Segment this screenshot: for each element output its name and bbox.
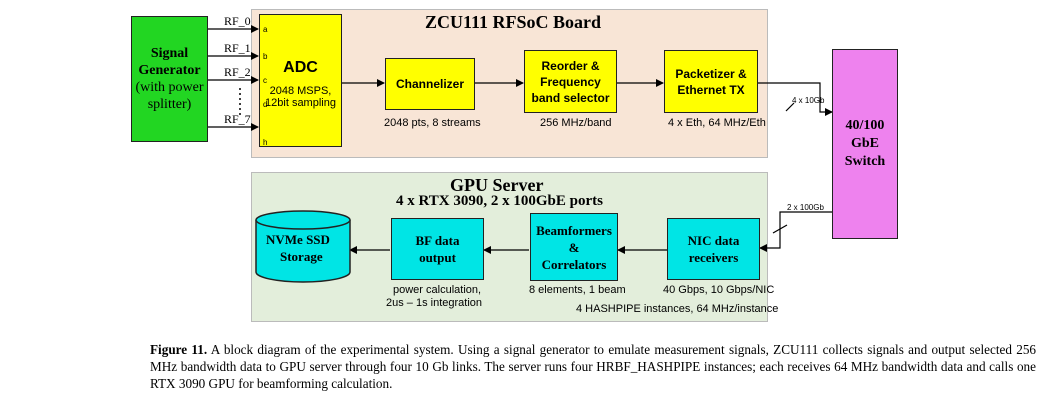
signal-generator-block: Signal Generator (with power splitter)	[131, 16, 208, 142]
adc-title: ADC	[283, 58, 318, 76]
beamformer-block: Beamformers & Correlators	[530, 213, 618, 281]
reorder-line1: Reorder &	[541, 58, 600, 73]
rf7-label: RF_7	[224, 112, 251, 126]
signal-generator-line1: Signal	[150, 46, 189, 61]
channelizer-block: Channelizer	[385, 58, 475, 110]
adc-rate: 2048 MSPS,	[269, 84, 332, 97]
link-label-bottom: 2 x 100Gb	[787, 203, 824, 212]
signal-generator-line3: (with power	[135, 80, 204, 95]
packetizer-line1: Packetizer &	[675, 66, 747, 81]
caption-label: Figure 11.	[150, 342, 208, 357]
adc-pin-a: a	[263, 25, 268, 34]
rf0-label: RF_0	[224, 14, 251, 28]
figure-caption: Figure 11. A block diagram of the experi…	[150, 341, 1036, 392]
nic-line1: NIC data	[687, 233, 740, 248]
hashpipe-instances-note: 4 HASHPIPE instances, 64 MHz/instance	[576, 303, 779, 315]
ssd-line1: NVMe SSD	[266, 232, 330, 247]
bf-output-line1: BF data	[415, 233, 460, 248]
bf-output-note2: 2us – 1s integration	[386, 297, 483, 309]
adc-pin-h: h	[263, 138, 268, 147]
switch-block: 40/100 GbE Switch	[832, 49, 898, 239]
reorder-note: 256 MHz/band	[540, 117, 612, 129]
reorder-line2: Frequency	[540, 74, 601, 89]
nic-line2: receivers	[688, 250, 739, 265]
switch-to-nic-arrow	[759, 211, 832, 252]
rf1-label: RF_1	[224, 41, 251, 55]
caption-text: A block diagram of the experimental syst…	[150, 342, 1037, 391]
adc-pin-b: b	[263, 52, 268, 61]
reorder-block: Reorder & Frequency band selector	[524, 50, 617, 113]
beamformer-line1: Beamformers	[536, 222, 612, 238]
channelizer-label: Channelizer	[395, 77, 464, 91]
gpu-server-subtitle: 4 x RTX 3090, 2 x 100GbE ports	[396, 193, 603, 209]
packetizer-note: 4 x Eth, 64 MHz/Eth	[668, 117, 766, 129]
adc-block: ADC 2048 MSPS, 12bit sampling	[259, 14, 342, 147]
nvme-ssd-cylinder-icon	[255, 210, 351, 283]
nic-note: 40 Gbps, 10 Gbps/NIC	[663, 284, 775, 296]
reorder-line3: band selector	[531, 90, 610, 105]
beamformer-line3: Correlators	[541, 256, 607, 272]
beamformer-line2: &	[568, 239, 580, 255]
nic-block: NIC data receivers	[667, 218, 760, 280]
packetizer-block: Packetizer & Ethernet TX	[664, 50, 758, 113]
bf-output-line2: output	[419, 250, 456, 265]
adc-bits: 12bit sampling	[265, 96, 336, 109]
adc-pin-d: d	[263, 100, 268, 109]
link-label-top: 4 x 10Gb	[792, 96, 825, 105]
adc-pin-c: c	[263, 76, 267, 85]
switch-line3: Switch	[844, 154, 886, 169]
channelizer-note: 2048 pts, 8 streams	[384, 117, 481, 129]
gpu-server-title: GPU Server	[450, 175, 544, 195]
signal-generator-line4: splitter)	[147, 97, 192, 112]
switch-line2: GbE	[850, 136, 879, 151]
ssd-line2: Storage	[280, 249, 323, 264]
rf2-label: RF_2	[224, 65, 251, 79]
fpga-board-title: ZCU111 RFSoC Board	[425, 12, 602, 32]
beamformer-note: 8 elements, 1 beam	[529, 284, 626, 296]
signal-generator-line2: Generator	[138, 63, 201, 78]
packetizer-line2: Ethernet TX	[677, 82, 745, 97]
packetizer-to-switch-arrow	[758, 82, 833, 116]
switch-line1: 40/100	[845, 118, 885, 133]
link-slash-bottom	[772, 224, 788, 234]
bf-output-note1: power calculation,	[393, 284, 482, 296]
link-slash-top	[785, 102, 795, 112]
bf-output-block: BF data output	[391, 218, 484, 280]
